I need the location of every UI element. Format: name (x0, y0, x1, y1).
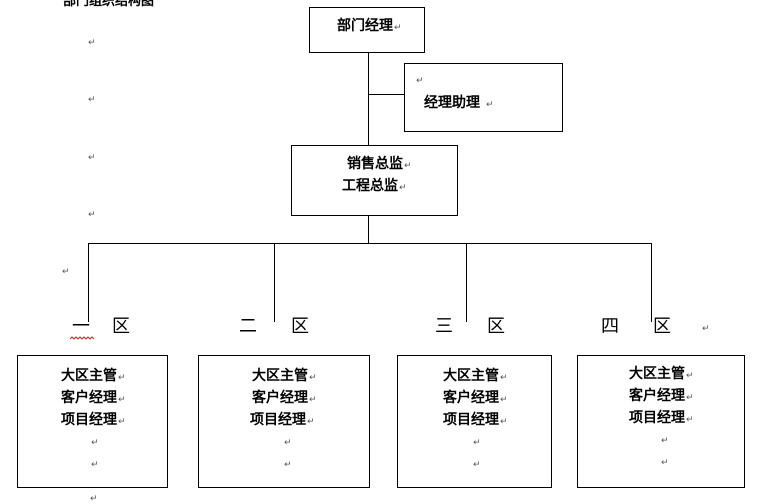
assistant-connector (368, 94, 404, 95)
project-manager-label: 项目经理↵ (629, 410, 694, 426)
project-manager-label: 项目经理↵ (443, 412, 508, 428)
spelling-underline (70, 336, 94, 340)
paragraph-mark: ↵ (88, 210, 96, 220)
director-box: 销售总监↵ 工程总监↵ (291, 145, 458, 216)
engineering-director-label: 工程总监↵ (342, 178, 407, 194)
paragraph-mark: ↵ (88, 95, 96, 105)
paragraph-mark: ↵ (88, 38, 96, 48)
paragraph-mark: ↵ (284, 460, 292, 470)
account-manager-label: 客户经理↵ (443, 390, 508, 406)
paragraph-mark: ↵ (62, 267, 70, 277)
region-1-box: 大区主管↵ 客户经理↵ 项目经理↵ ↵ ↵ (17, 355, 168, 488)
region-bus-line (88, 243, 652, 244)
paragraph-mark: ↵ (473, 460, 481, 470)
manager-box: 部门经理↵ (309, 7, 425, 53)
project-manager-label: 项目经理↵ (250, 412, 315, 428)
project-manager-label: 项目经理↵ (61, 412, 126, 428)
account-manager-label: 客户经理↵ (61, 390, 126, 406)
paragraph-mark: ↵ (473, 438, 481, 448)
account-manager-label: 客户经理↵ (629, 388, 694, 404)
paragraph-mark: ↵ (91, 460, 99, 470)
document-heading: 部门组织结构图 (63, 0, 155, 9)
region-4-label: 四区 (601, 316, 671, 337)
manager-to-director-connector (368, 52, 369, 145)
account-manager-label: 客户经理↵ (252, 390, 317, 406)
paragraph-mark: ↵ (702, 324, 710, 334)
assistant-label: 经理助理↵ (424, 95, 494, 111)
region-3-label: 三区 (435, 316, 505, 337)
region-lead-label: 大区主管↵ (629, 366, 694, 382)
region-3-box: 大区主管↵ 客户经理↵ 项目经理↵ ↵ ↵ (397, 355, 552, 488)
region-3-connector (466, 243, 467, 322)
region-lead-label: 大区主管↵ (252, 368, 317, 384)
paragraph-mark: ↵ (284, 438, 292, 448)
region-1-label: 一区 (72, 316, 130, 337)
paragraph-mark: ↵ (416, 76, 424, 86)
region-4-connector (651, 243, 652, 322)
director-to-bus-connector (368, 215, 369, 243)
region-2-box: 大区主管↵ 客户经理↵ 项目经理↵ ↵ ↵ (198, 355, 370, 488)
region-4-box: 大区主管↵ 客户经理↵ 项目经理↵ ↵ ↵ (577, 355, 745, 488)
region-lead-label: 大区主管↵ (443, 368, 508, 384)
paragraph-mark: ↵ (661, 436, 669, 446)
region-2-label: 二区 (239, 316, 309, 337)
manager-label: 部门经理↵ (337, 18, 402, 34)
paragraph-mark: ↵ (661, 458, 669, 468)
sales-director-label: 销售总监↵ (347, 156, 412, 172)
paragraph-mark: ↵ (88, 153, 96, 163)
paragraph-mark: ↵ (90, 494, 98, 504)
region-lead-label: 大区主管↵ (61, 368, 126, 384)
paragraph-mark: ↵ (91, 438, 99, 448)
region-2-connector (274, 243, 275, 322)
assistant-box: ↵ 经理助理↵ (404, 63, 563, 132)
region-1-connector (88, 243, 89, 322)
